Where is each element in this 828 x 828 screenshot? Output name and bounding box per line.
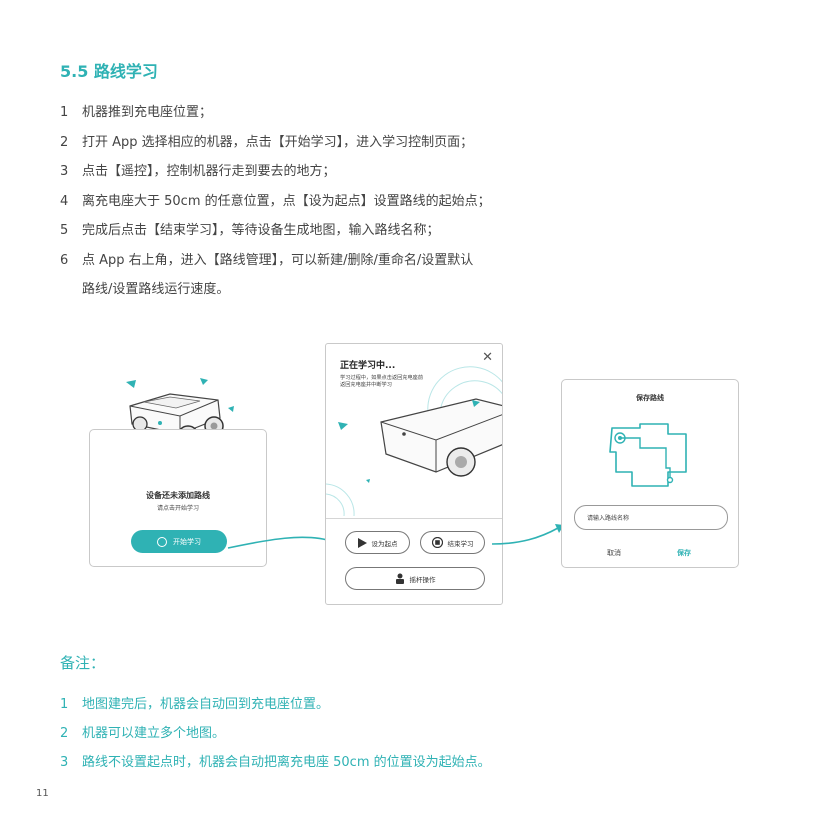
step-text: 点击【遥控】，控制机器行走到要去的地方；: [82, 164, 336, 179]
note-item: 1 地图建完后，机器会自动回到充电座位置。: [60, 690, 491, 719]
wheel-icon: [446, 447, 476, 477]
end-learning-button[interactable]: 结束学习: [420, 531, 485, 554]
note-number: 3: [60, 755, 69, 770]
circle-icon: [157, 536, 167, 547]
learning-title: 正在学习中...: [340, 361, 396, 371]
joystick-label: 摇杆操作: [409, 575, 436, 584]
step-item: 4 离充电座大于 50cm 的任意位置，点【设为起点】设置路线的起始点；: [60, 187, 580, 217]
route-map-illustration: [609, 423, 687, 487]
step-text: 机器推到充电座位置；: [82, 105, 213, 120]
no-route-title: 设备还未添加路线: [146, 491, 210, 500]
step-text: 打开 App 选择相应的机器，点击【开始学习】，进入学习控制页面；: [82, 134, 474, 150]
robot-closeup-illustration: [326, 366, 502, 517]
step-number: 4: [60, 193, 69, 209]
learning-screen: 正在学习中... ✕ 学习过程中，如果点击返回充电座前 返回充电座并中断学习 设…: [325, 343, 503, 605]
step-number: 2: [60, 134, 69, 150]
step-item: 5 完成后点击【结束学习】，等待设备生成地图，输入路线名称；: [60, 216, 580, 246]
step-number: 3: [60, 164, 69, 179]
step-item: 3 点击【遥控】，控制机器行走到要去的地方；: [60, 157, 580, 187]
no-route-screen: 设备还未添加路线 请点击开始学习 开始学习: [89, 429, 267, 567]
page-number: 11: [36, 788, 49, 799]
confetti-icon: [338, 422, 348, 430]
joystick-icon: [395, 573, 404, 584]
start-learning-label: 开始学习: [173, 537, 201, 546]
confetti-icon: [366, 479, 370, 483]
set-start-button[interactable]: 设为起点: [345, 531, 410, 554]
note-number: 2: [60, 726, 69, 741]
joystick-button[interactable]: 摇杆操作: [345, 567, 485, 590]
divider: [326, 518, 502, 519]
learning-description-line: 返回充电座并中断学习: [340, 382, 392, 388]
route-name-input[interactable]: 请输入路线名称: [574, 505, 728, 530]
step-item: 1 机器推到充电座位置；: [60, 98, 580, 128]
steps-list: 1 机器推到充电座位置； 2 打开 App 选择相应的机器，点击【开始学习】，进入学…: [60, 98, 580, 305]
confetti-icon: [200, 378, 208, 385]
step-item: 6 点 App 右上角，进入【路线管理】，可以新建/删除/重命名/设置默认: [60, 246, 580, 276]
section-title: 5.5 路线学习: [60, 62, 158, 81]
notes-list: 1 地图建完后，机器会自动回到充电座位置。 2 机器可以建立多个地图。 3 路线不设置…: [60, 690, 491, 777]
save-route-screen: 保存路线 请输入路线名称 取消 保存: [561, 379, 739, 568]
note-text: 机器可以建立多个地图。: [82, 726, 226, 741]
step-continuation: 路线/设置路线运行速度。: [60, 275, 580, 305]
note-item: 2 机器可以建立多个地图。: [60, 719, 491, 748]
step-text: 完成后点击【结束学习】，等待设备生成地图，输入路线名称；: [82, 223, 440, 238]
save-route-title: 保存路线: [636, 394, 664, 402]
save-button[interactable]: 保存: [677, 549, 691, 557]
no-route-subtitle: 请点击开始学习: [156, 505, 199, 512]
end-learning-label: 结束学习: [447, 539, 474, 548]
note-number: 1: [60, 697, 69, 712]
set-start-label: 设为起点: [371, 539, 398, 548]
flow-arrow-icon: [491, 524, 564, 545]
note-item: 3 路线不设置起点时，机器会自动把离充电座 50cm 的位置设为起始点。: [60, 748, 491, 777]
step-number: 5: [60, 223, 69, 238]
learning-description: 学习过程中，如果点击返回充电座前 返回充电座并中断学习: [340, 375, 450, 389]
note-text: 路线不设置起点时，机器会自动把离充电座 50cm 的位置设为起始点。: [82, 755, 491, 770]
confetti-icon: [472, 400, 480, 407]
step-text: 离充电座大于 50cm 的任意位置，点【设为起点】设置路线的起始点；: [82, 193, 491, 209]
confetti-icon: [228, 406, 234, 412]
notes-title: 备注：: [60, 654, 106, 672]
play-icon: [357, 537, 367, 548]
confetti-icon: [126, 380, 136, 388]
note-text: 地图建完后，机器会自动回到充电座位置。: [82, 697, 330, 712]
step-text: 点 App 右上角，进入【路线管理】，可以新建/删除/重命名/设置默认: [82, 252, 474, 268]
step-item: 2 打开 App 选择相应的机器，点击【开始学习】，进入学习控制页面；: [60, 128, 580, 158]
learning-description-line: 学习过程中，如果点击返回充电座前: [340, 375, 424, 381]
step-number: 1: [60, 105, 69, 120]
cancel-button[interactable]: 取消: [607, 549, 621, 557]
start-learning-button[interactable]: 开始学习: [131, 530, 227, 553]
step-number: 6: [60, 252, 69, 268]
close-icon[interactable]: ✕: [482, 350, 493, 365]
step-text: 路线/设置路线运行速度。: [82, 282, 230, 297]
stop-icon: [431, 537, 443, 548]
